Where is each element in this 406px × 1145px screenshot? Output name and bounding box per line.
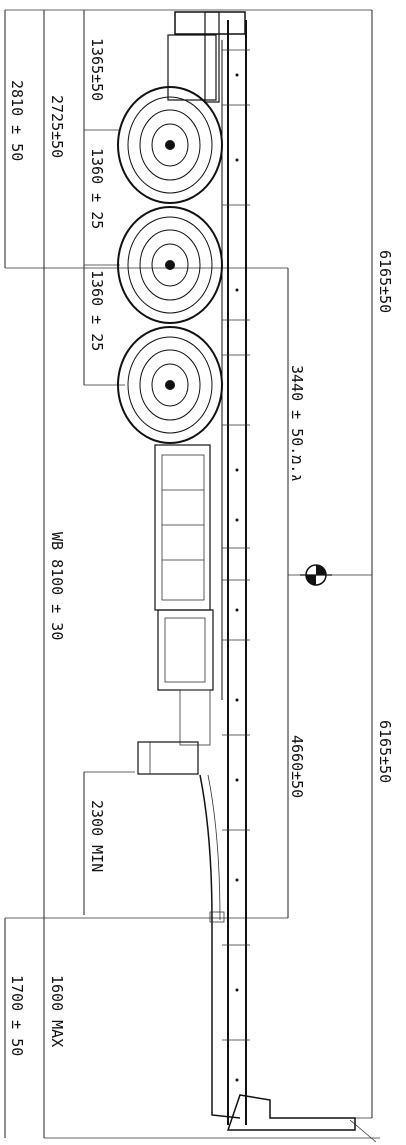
dim-length-upper: 6165±50 [376, 250, 394, 313]
dim-axle-spacing-1: 1360 ± 25 [88, 148, 106, 229]
dim-axle-spacing-2: 1360 ± 25 [88, 270, 106, 351]
dim-front-radius: 1600 MAX [48, 975, 66, 1047]
chassis-frame [137, 11, 356, 1131]
dim-rear-to-axle-center: 2810 ± 50 [8, 80, 26, 161]
wheel-rear [117, 86, 223, 204]
dim-landing-gear: 2300 MIN [88, 800, 106, 872]
dim-length-lower: 6165±50 [376, 720, 394, 783]
dim-wheelbase: WB 8100 ± 30 [48, 532, 66, 640]
dim-axle-center-to-cog: 3440 ± 50.ג.מ [288, 365, 306, 482]
dim-kingpin-offset: 1700 ± 50 [8, 975, 26, 1056]
dim-rear-to-first-axle: 2725±50 [48, 95, 66, 158]
dim-cog-to-kingpin: 4660±50 [288, 735, 306, 798]
dim-rear-overhang: 1365±50 [88, 38, 106, 101]
wheel-middle [117, 206, 223, 324]
center-of-gravity-icon [300, 564, 332, 586]
dimension-labels: 1365±50 1360 ± 25 1360 ± 25 2725±50 2810… [8, 38, 394, 1056]
wheel-front [117, 326, 223, 444]
